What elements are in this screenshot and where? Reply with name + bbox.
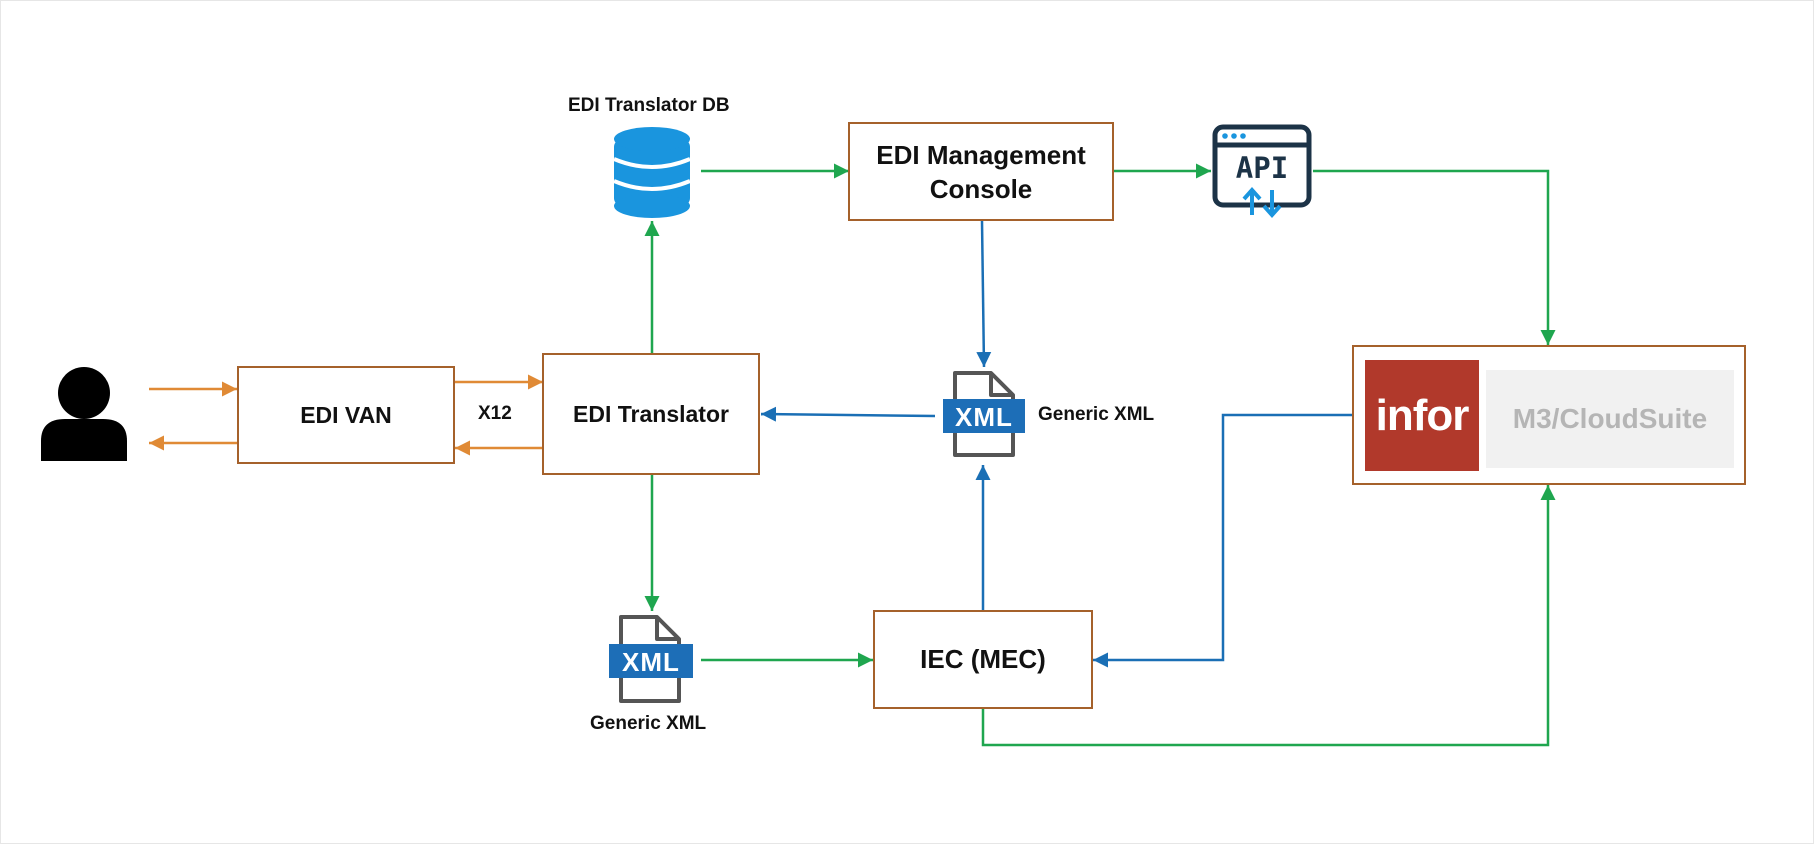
api-icon [1212, 124, 1312, 219]
iec-mec-node: IEC (MEC) [873, 610, 1093, 709]
infor-logo-text: infor [1375, 390, 1470, 440]
m3-label-panel: M3/CloudSuite [1486, 370, 1734, 468]
user-icon [41, 367, 127, 461]
xml-file-icon-top [943, 371, 1025, 457]
edge-m3-to-iec [1093, 413, 1352, 668]
edi-translator-label: EDI Translator [573, 400, 729, 427]
x12-label: X12 [478, 403, 512, 424]
console-label-line1: EDI Management [876, 139, 1086, 170]
console-label-line2: Console [929, 173, 1033, 204]
xml-badge-top: XML [955, 402, 1013, 432]
edi-van-label: EDI VAN [300, 401, 392, 428]
generic-xml-bottom-label: Generic XML [590, 713, 707, 734]
xml-file-icon-bottom [609, 615, 693, 703]
edge-xml-top-to-translator [760, 406, 936, 422]
xml-badge-bottom: XML [622, 647, 680, 677]
m3-cloudsuite-node: infor M3/CloudSuite [1352, 345, 1746, 485]
edge-iec-to-m3 [981, 485, 1556, 747]
edi-management-console-node: EDI Management Console [848, 122, 1114, 221]
database-icon [613, 127, 691, 218]
generic-xml-top-label: Generic XML [1038, 404, 1155, 425]
iec-label: IEC (MEC) [920, 644, 1046, 674]
m3-label: M3/CloudSuite [1512, 403, 1708, 434]
edge-api-to-m3 [1313, 169, 1556, 345]
infor-logo: infor [1365, 360, 1479, 471]
edge-console-to-xml-top [976, 220, 992, 368]
edi-translator-db-label: EDI Translator DB [568, 95, 730, 116]
api-badge: API [1235, 151, 1289, 185]
edi-van-node: EDI VAN [237, 366, 455, 464]
edi-translator-node: EDI Translator [542, 353, 760, 475]
